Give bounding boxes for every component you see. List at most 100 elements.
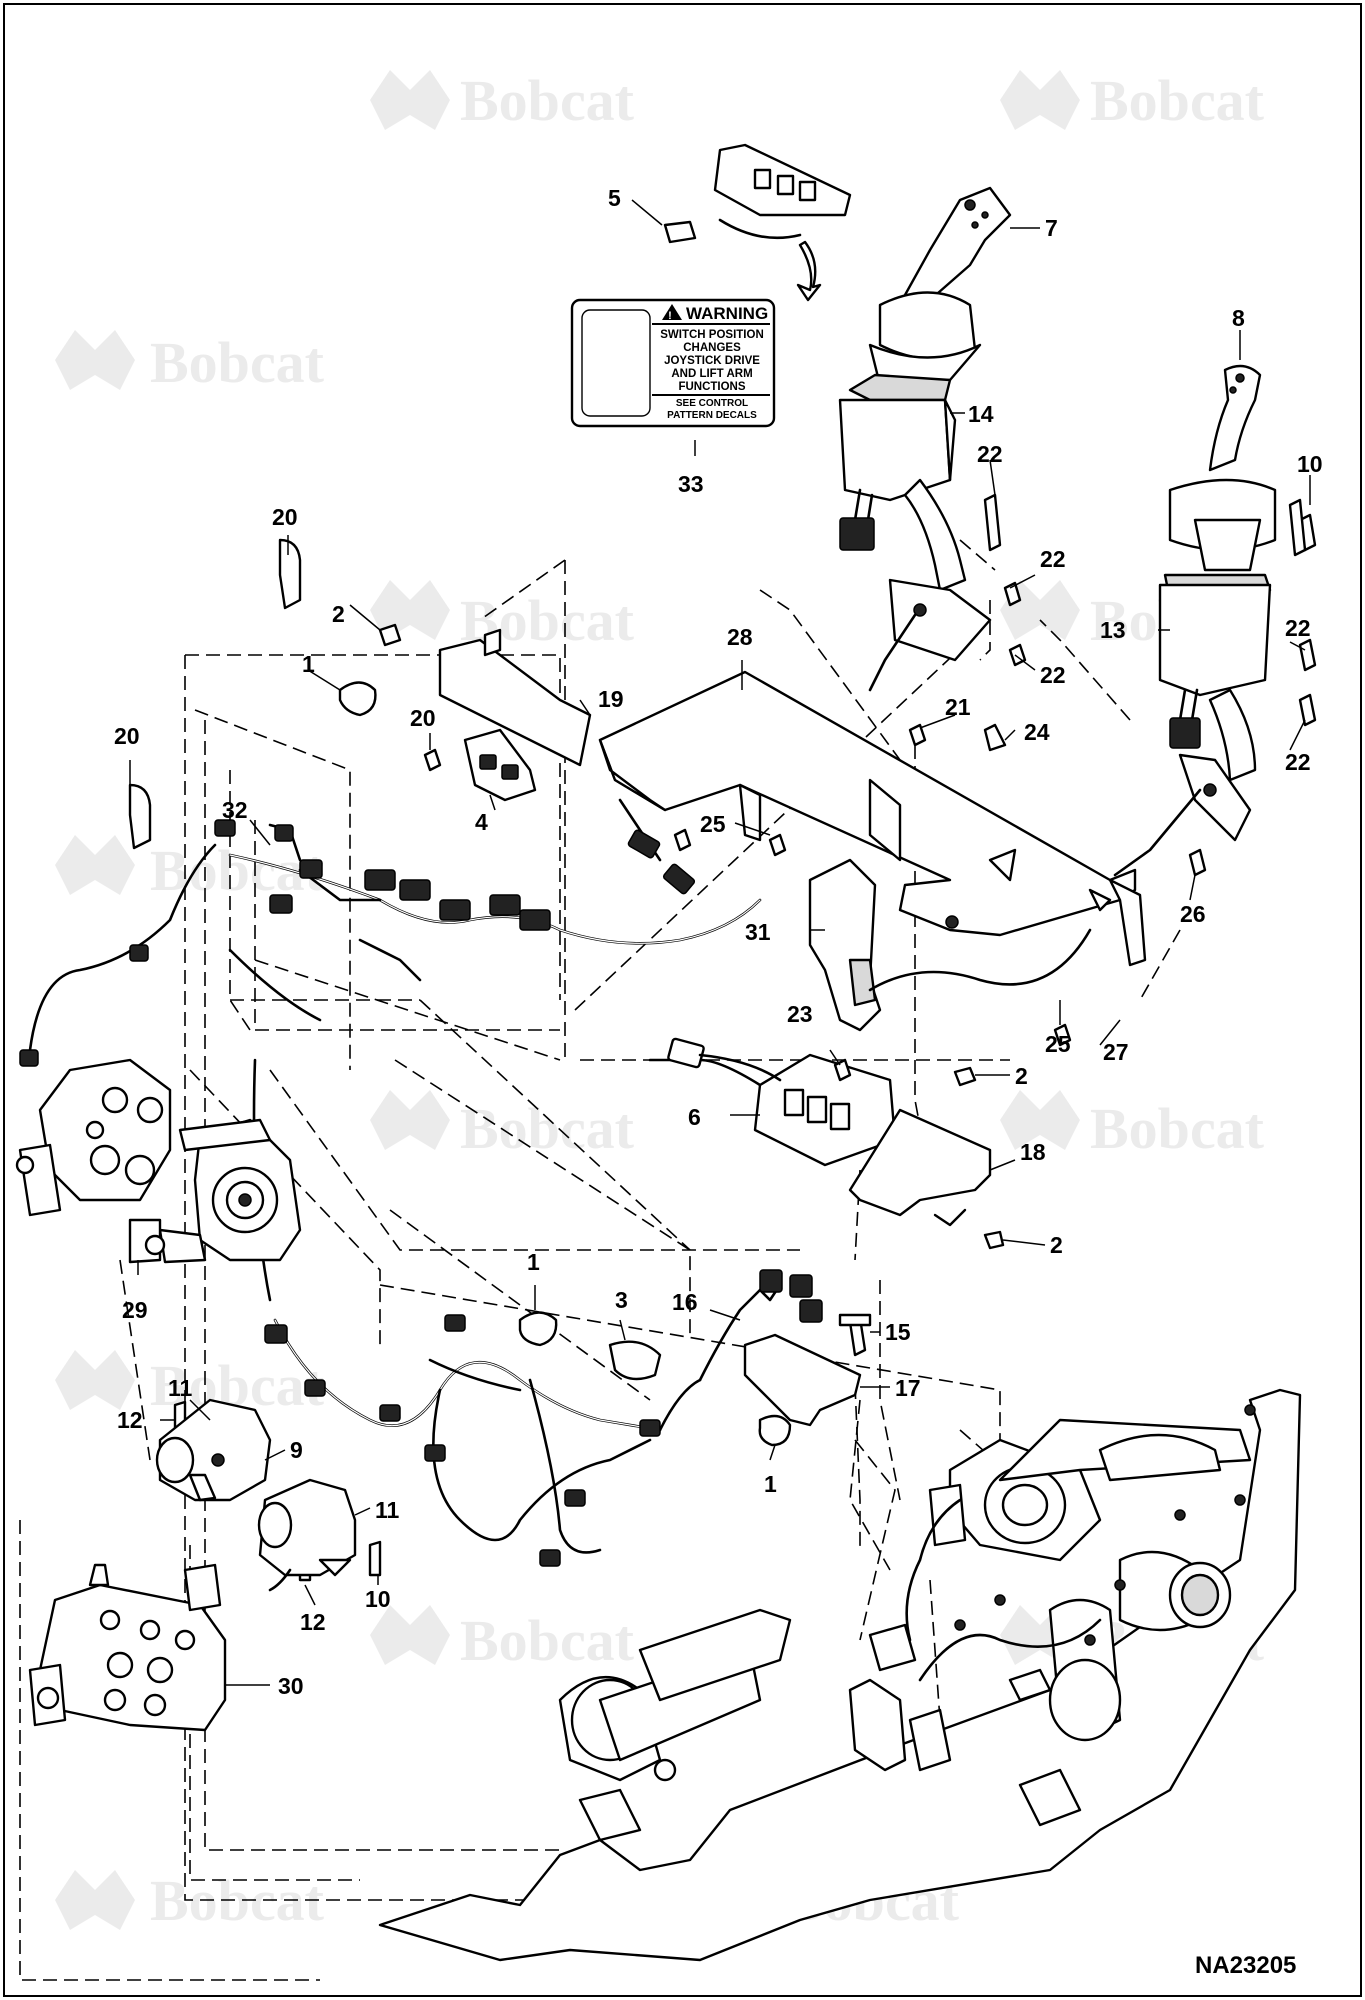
watermark-logo	[370, 1605, 450, 1665]
callout-7: 7	[1045, 215, 1058, 241]
warning-triangle-icon	[662, 304, 682, 320]
diagram-border	[3, 3, 1362, 1997]
decal-line: JOYSTICK DRIVE	[664, 355, 760, 367]
callout-20: 20	[272, 504, 298, 530]
loader-frame	[378, 1388, 1302, 1962]
hydraulic-pump	[15, 1058, 302, 1264]
watermark-logo	[370, 580, 450, 640]
callout-9: 9	[290, 1437, 303, 1463]
watermark-text: Bobcat	[1090, 68, 1265, 133]
callout-22: 22	[1285, 749, 1311, 775]
decal-line: SWITCH POSITION	[660, 329, 764, 341]
callout-10: 10	[1297, 451, 1323, 477]
control-valve	[28, 1563, 227, 1732]
decal-line: CHANGES	[683, 342, 741, 354]
watermark-logo	[1000, 70, 1080, 130]
watermark-text: Bobcat	[150, 1868, 325, 1933]
electronic-controller	[808, 858, 1092, 1032]
leader-lines	[129, 199, 1311, 1686]
bracket-19	[438, 628, 592, 767]
callout-8: 8	[1232, 305, 1245, 331]
decal-line: FUNCTIONS	[678, 381, 745, 393]
callout-11: 11	[168, 1375, 193, 1401]
clamp-part	[128, 538, 1005, 1447]
starter-solenoid-lower	[257, 1478, 357, 1592]
bracket-18	[848, 1108, 992, 1227]
callout-32: 32	[222, 797, 248, 823]
callout-12: 12	[300, 1609, 326, 1635]
callout-6: 6	[688, 1104, 701, 1130]
callout-23: 23	[787, 1001, 813, 1027]
wire-harness	[19, 798, 823, 1567]
decal-subline: SEE CONTROL	[676, 398, 748, 409]
mounting-bracket	[598, 670, 1147, 967]
callout-25: 25	[1045, 1031, 1071, 1057]
switch-panel	[663, 143, 852, 302]
callout-33: 33	[678, 471, 704, 497]
callout-3: 3	[615, 1287, 628, 1313]
callout-2: 2	[1050, 1232, 1063, 1258]
callout-22: 22	[1285, 615, 1311, 641]
callout-22: 22	[1040, 662, 1066, 688]
callout-21: 21	[945, 694, 971, 720]
watermark-logo	[370, 70, 450, 130]
bracket-17	[743, 1333, 862, 1427]
callout-11: 11	[375, 1497, 400, 1523]
relay-module	[648, 1037, 897, 1167]
callout-15: 15	[885, 1319, 911, 1345]
callout-30: 30	[278, 1673, 304, 1699]
decal-line: AND LIFT ARM	[671, 368, 752, 380]
callout-28: 28	[727, 624, 753, 650]
callout-29: 29	[122, 1297, 148, 1323]
watermark-logo	[55, 1870, 135, 1930]
left-joystick	[838, 186, 1012, 692]
callout-26: 26	[1180, 901, 1206, 927]
watermark-logo	[370, 1090, 450, 1150]
watermark-logo	[1000, 1090, 1080, 1150]
callout-1: 1	[764, 1471, 777, 1497]
watermark-text: Bobcat	[460, 68, 635, 133]
callout-10: 10	[365, 1586, 391, 1612]
decal-subline: PATTERN DECALS	[667, 410, 757, 421]
callout-22: 22	[977, 441, 1003, 467]
decal-title: WARNING	[686, 304, 768, 323]
callout-2: 2	[1015, 1063, 1028, 1089]
callout-17: 17	[895, 1375, 921, 1401]
callout-4: 4	[475, 809, 488, 835]
callout-18: 18	[1020, 1139, 1046, 1165]
drawing-id: NA23205	[1195, 1952, 1296, 1979]
callout-16: 16	[672, 1289, 698, 1315]
callout-12: 12	[117, 1407, 143, 1433]
watermark-logo	[1000, 580, 1080, 640]
callout-22: 22	[1040, 546, 1066, 572]
connector-module	[463, 728, 537, 802]
watermark-text: Bobcat	[150, 330, 325, 395]
callout-5: 5	[608, 185, 621, 211]
watermark-text: Bobcat	[150, 838, 325, 903]
svg-text:!: !	[668, 310, 672, 322]
starter-solenoid-upper	[155, 1398, 272, 1502]
callout-1: 1	[527, 1249, 540, 1275]
callout-1: 1	[302, 651, 315, 677]
callout-20: 20	[114, 723, 140, 749]
callout-13: 13	[1100, 617, 1126, 643]
watermark-text: Bobcat	[460, 1096, 635, 1161]
watermark-logo	[55, 330, 135, 390]
callout-labels: 5 7 8 14 33 22 10 20 2 22 28 13 22 1 22 …	[114, 185, 1323, 1699]
right-joystick	[1113, 364, 1277, 877]
callout-19: 19	[598, 686, 624, 712]
callout-25: 25	[700, 811, 726, 837]
watermark-text: Bobcat	[1090, 1096, 1265, 1161]
callout-27: 27	[1103, 1039, 1129, 1065]
fastener-bolts	[173, 493, 1317, 1582]
watermark-logo	[55, 1350, 135, 1410]
callout-2: 2	[332, 601, 345, 627]
warning-decal: ! WARNING SWITCH POSITION CHANGES JOYSTI…	[570, 298, 776, 456]
assembly-dash-lines	[19, 539, 1201, 1981]
callout-24: 24	[1024, 719, 1050, 745]
callout-31: 31	[745, 919, 771, 945]
callout-14: 14	[968, 401, 994, 427]
watermark-text: Bobcat	[460, 1608, 635, 1673]
watermark-logo	[55, 835, 135, 895]
